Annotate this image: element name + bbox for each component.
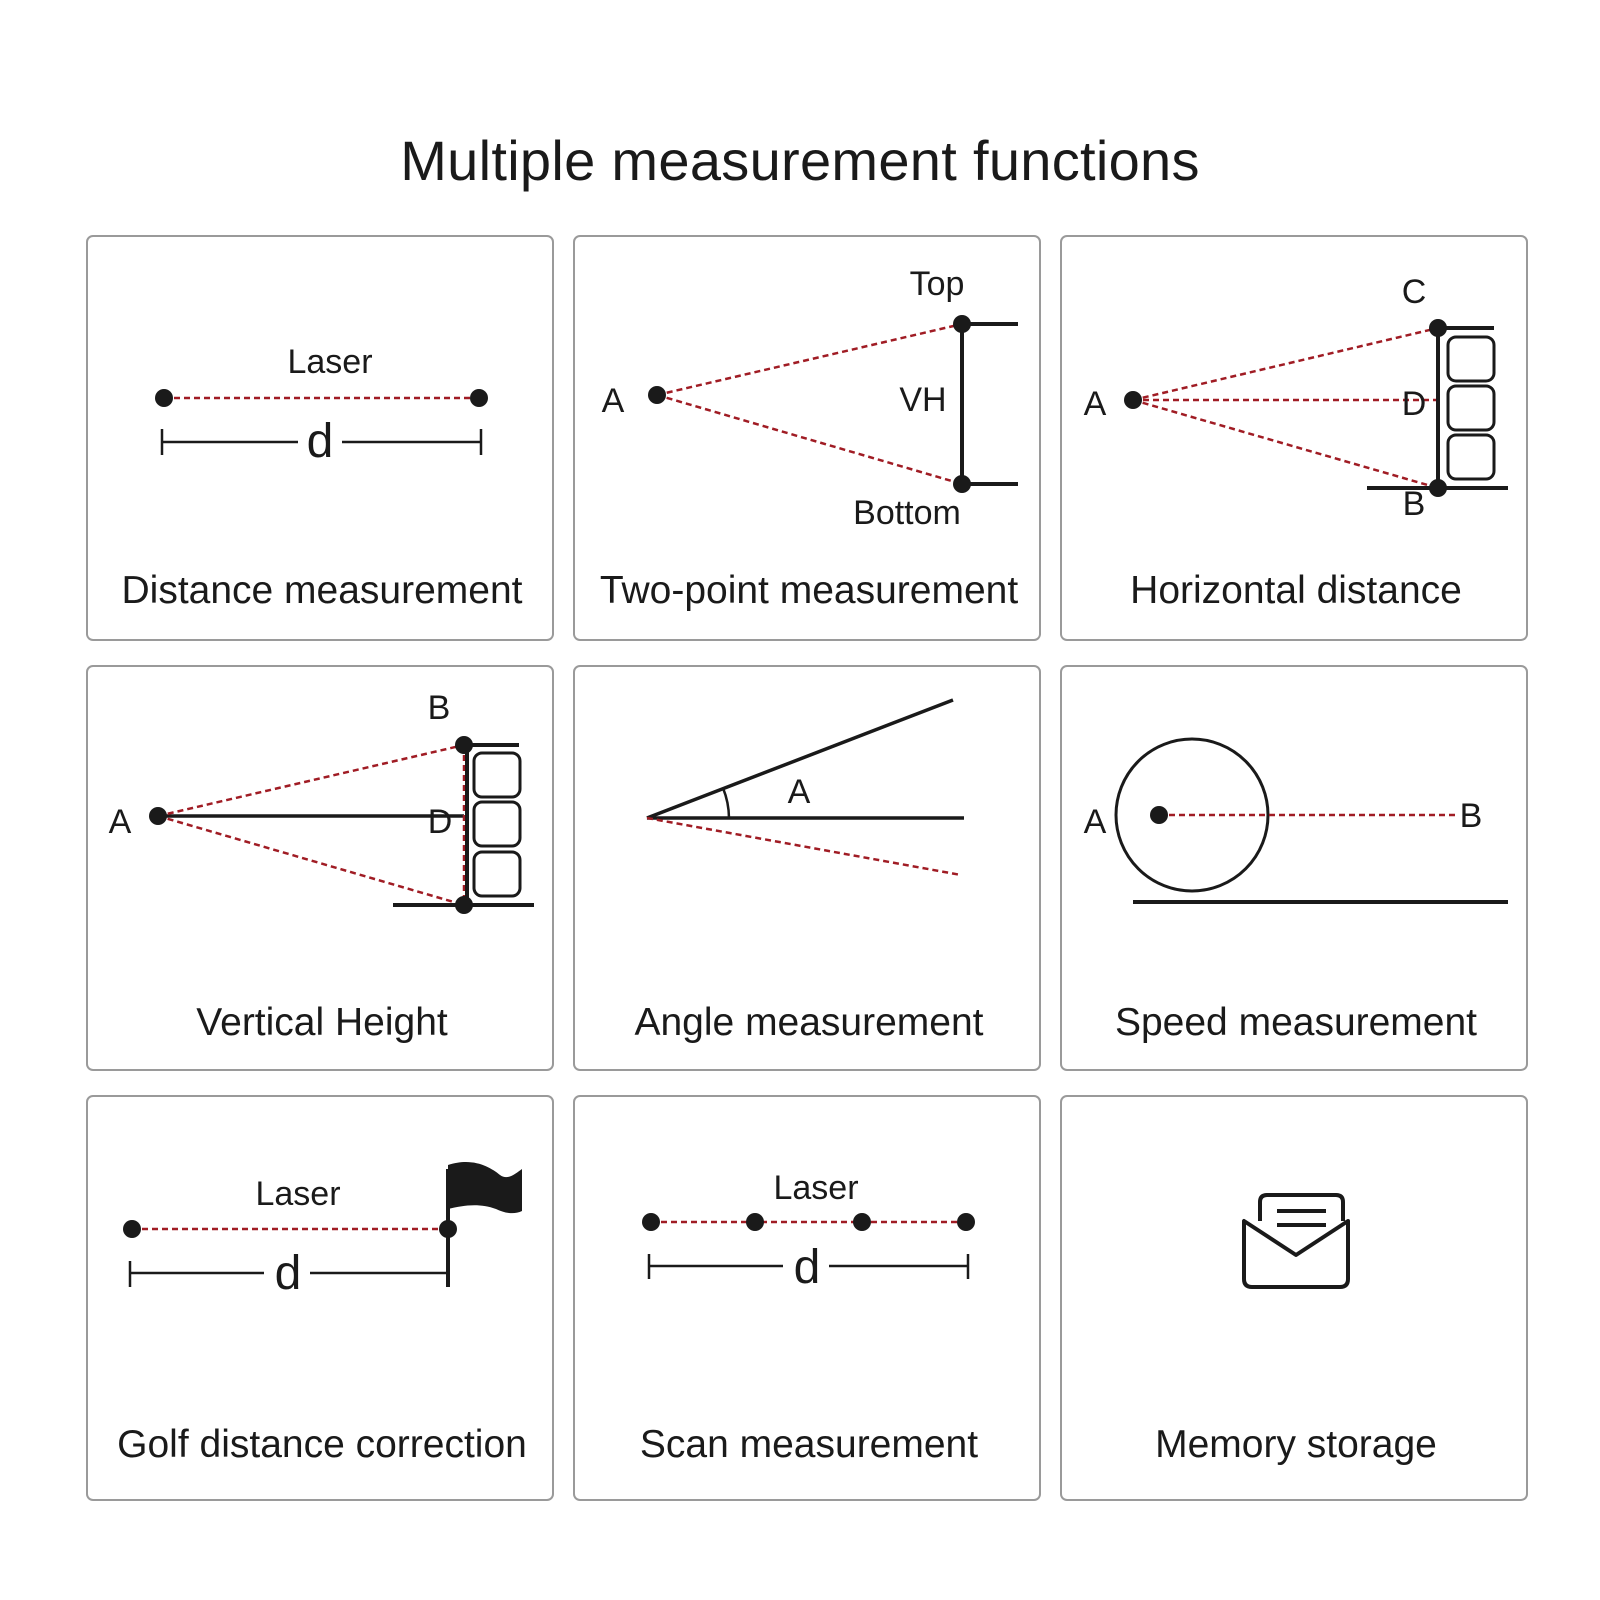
start-point xyxy=(155,389,173,407)
point-d-label: D xyxy=(428,803,453,841)
card-caption: Horizontal distance xyxy=(1130,569,1462,612)
card-caption: Golf distance correction xyxy=(117,1423,527,1466)
point-b-label: B xyxy=(428,689,451,727)
top-label: Top xyxy=(910,265,965,303)
point-b xyxy=(1429,479,1447,497)
laser-to-b xyxy=(157,743,465,818)
laser-to-top xyxy=(656,322,963,397)
vh-label: VH xyxy=(899,381,946,419)
point-a-label: A xyxy=(1084,385,1107,423)
page-title: Multiple measurement functions xyxy=(400,129,1200,192)
vertical-height-diagram: B A D xyxy=(109,689,534,914)
laser-label: Laser xyxy=(255,1175,340,1213)
distance-diagram: Laser d xyxy=(155,343,488,468)
point-a xyxy=(1124,391,1142,409)
scan-point xyxy=(746,1213,764,1231)
golf-diagram: Laser d xyxy=(123,1162,522,1300)
distance-d-label: d xyxy=(794,1241,821,1294)
point-b xyxy=(455,736,473,754)
card-distance-measurement: Laser d Distance measurement xyxy=(86,235,554,641)
card-speed-measurement: A B Speed measurement xyxy=(1060,665,1528,1071)
angle-arc xyxy=(721,787,731,819)
flag-point xyxy=(439,1220,457,1238)
point-c xyxy=(1429,319,1447,337)
card-caption: Vertical Height xyxy=(196,1001,448,1044)
angle-a-label: A xyxy=(788,773,811,811)
card-caption: Distance measurement xyxy=(121,569,523,612)
card-memory-storage: Memory storage xyxy=(1060,1095,1528,1501)
card-angle-measurement: A Angle measurement xyxy=(573,665,1041,1071)
building-window xyxy=(472,850,522,898)
card-caption: Memory storage xyxy=(1155,1423,1437,1466)
laser-to-base xyxy=(157,814,465,907)
envelope-body xyxy=(1242,1219,1350,1289)
card-caption: Scan measurement xyxy=(639,1423,979,1466)
horizontal-distance-diagram: C A B D xyxy=(1084,273,1508,523)
point-b-label: B xyxy=(1460,797,1483,835)
point-a xyxy=(149,807,167,825)
point-a-label: A xyxy=(1084,803,1107,841)
base-point xyxy=(455,896,473,914)
bottom-label: Bottom xyxy=(853,494,961,532)
bottom-point xyxy=(953,475,971,493)
end-point xyxy=(470,389,488,407)
point-d-label: D xyxy=(1402,385,1427,423)
card-caption: Speed measurement xyxy=(1114,1001,1478,1044)
tee-point xyxy=(123,1220,141,1238)
card-golf-distance-correction: Laser d Golf distance correction xyxy=(86,1095,554,1501)
card-two-point-measurement: Top A VH Bottom Two-point measurement xyxy=(573,235,1041,641)
laser-to-c xyxy=(1132,326,1439,402)
scan-point xyxy=(642,1213,660,1231)
card-caption: Angle measurement xyxy=(634,1001,984,1044)
laser-label: Laser xyxy=(287,343,372,381)
building-window xyxy=(1446,433,1496,481)
building-window xyxy=(472,800,522,848)
card-vertical-height: B A D Vertical Height xyxy=(86,665,554,1071)
point-a xyxy=(1150,806,1168,824)
top-point xyxy=(953,315,971,333)
scan-point xyxy=(853,1213,871,1231)
laser-to-b xyxy=(1132,398,1439,490)
scan-diagram: Laser d xyxy=(642,1169,975,1294)
scan-point xyxy=(957,1213,975,1231)
two-point-diagram: Top A VH Bottom xyxy=(602,265,1018,532)
laser-beam xyxy=(646,816,962,877)
distance-d-label: d xyxy=(275,1247,302,1300)
building-window xyxy=(1446,384,1496,432)
building-window xyxy=(472,751,522,799)
card-horizontal-distance: C A B D Horizontal distance xyxy=(1060,235,1528,641)
point-a-label: A xyxy=(109,803,132,841)
point-a xyxy=(648,386,666,404)
letter-sheet xyxy=(1258,1193,1345,1221)
moving-wheel xyxy=(1114,737,1270,893)
distance-d-label: d xyxy=(307,415,334,468)
laser-label: Laser xyxy=(773,1169,858,1207)
inclined-line xyxy=(646,698,954,820)
point-a-label: A xyxy=(602,382,625,420)
angle-diagram: A xyxy=(646,698,964,877)
card-scan-measurement: Laser d Scan measurement xyxy=(573,1095,1041,1501)
flag-icon xyxy=(448,1162,522,1214)
point-b-label: B xyxy=(1403,485,1426,523)
speed-diagram: A B xyxy=(1084,737,1508,904)
building-window xyxy=(1446,335,1496,383)
laser-to-bottom xyxy=(656,393,963,486)
envelope-letter-icon xyxy=(1242,1193,1350,1289)
point-c-label: C xyxy=(1402,273,1427,311)
card-caption: Two-point measurement xyxy=(599,569,1019,612)
